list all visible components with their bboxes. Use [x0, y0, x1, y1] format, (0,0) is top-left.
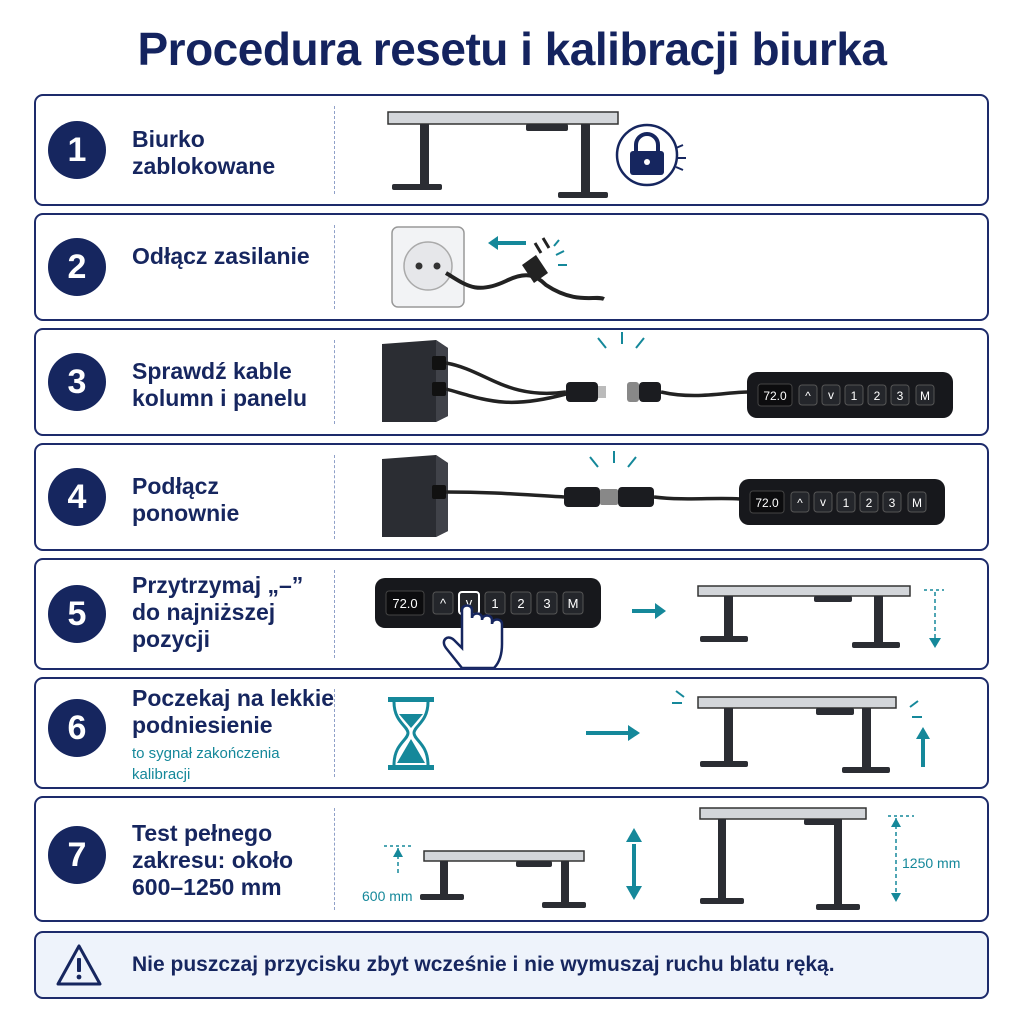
panel-button-up: ^ [805, 389, 811, 403]
desk-icon [697, 585, 911, 648]
desk-icon [672, 690, 922, 773]
warning-text: Nie puszczaj przycisku zbyt wcześnie i n… [132, 953, 835, 976]
panel-button-2: 2 [874, 389, 881, 403]
step-label: Test pełnego zakresu: około 600–1250 mm [132, 820, 294, 900]
panel-button-m: M [568, 596, 579, 611]
panel-button-m: M [920, 389, 930, 403]
step-1: 1 Biurko zablokowane [34, 94, 989, 206]
lock-icon [615, 123, 686, 187]
desk-low-icon: 600 mm [362, 845, 586, 908]
panel-button-up: ^ [440, 596, 447, 611]
step-7: 7 Test pełnego zakresu: około 600–1250 m… [34, 796, 989, 922]
panel-button-1: 1 [843, 496, 850, 510]
step-label: Sprawdź kable kolumn i panelu [132, 358, 308, 411]
desk-high-icon: 1250 mm [699, 807, 960, 910]
step-label: Poczekaj na lekkie podniesienie to sygna… [132, 685, 342, 785]
panel-button-down: v [820, 495, 826, 509]
step-label-text: Poczekaj na lekkie podniesienie [132, 685, 335, 738]
divider [334, 455, 335, 539]
arrow-down-icon [924, 589, 944, 648]
step-6: 6 Poczekaj na lekkie podniesienie to syg… [34, 677, 989, 789]
arrow-right-icon [632, 603, 666, 619]
hourglass-icon [388, 697, 434, 770]
control-panel-icon: 72.0 ^ v 1 2 3 M [375, 578, 601, 628]
hand-pointer-icon [442, 604, 504, 668]
step-4: 4 Podłącz ponownie 72.0 ^ v 1 2 3 M [34, 443, 989, 551]
control-panel-icon: 72.0 ^ v 1 2 3 M [739, 479, 945, 525]
desk-icon [387, 111, 619, 198]
panel-button-down: v [466, 595, 473, 610]
control-panel-icon: 72.0 ^ v 1 2 3 M [747, 372, 953, 418]
step-sublabel: to sygnał zakończenia kalibracji [132, 745, 280, 783]
divider [334, 340, 335, 424]
panel-button-3: 3 [543, 596, 550, 611]
double-arrow-icon [626, 828, 642, 900]
step-label: Biurko zablokowane [132, 126, 276, 179]
arrow-left-icon [488, 236, 526, 250]
panel-button-m: M [912, 496, 922, 510]
connector-icon [445, 451, 741, 507]
step-number: 1 [48, 121, 106, 179]
divider [334, 689, 335, 777]
divider [334, 225, 335, 309]
step-number: 6 [48, 699, 106, 757]
arrow-up-icon [916, 727, 930, 767]
panel-display: 72.0 [392, 596, 417, 611]
wall-socket-icon [391, 226, 465, 308]
step-2: 2 Odłącz zasilanie [34, 213, 989, 321]
step-number: 5 [48, 585, 106, 643]
panel-button-2: 2 [517, 596, 524, 611]
range-max-label: 1250 mm [902, 855, 960, 871]
step-3: 3 Sprawdź kable kolumn i panelu 72.0 ^ v… [34, 328, 989, 436]
panel-button-up: ^ [797, 496, 803, 510]
step-number: 3 [48, 353, 106, 411]
divider [334, 570, 335, 658]
panel-display: 72.0 [755, 496, 779, 510]
warning-box: Nie puszczaj przycisku zbyt wcześnie i n… [34, 931, 989, 999]
connector-icon [445, 332, 749, 405]
panel-button-3: 3 [897, 389, 904, 403]
step-5: 5 Przytrzymaj „–” do najniższej pozycji … [34, 558, 989, 670]
step-number: 2 [48, 238, 106, 296]
panel-button-1: 1 [491, 596, 498, 611]
warning-triangle-icon [56, 944, 102, 986]
divider [334, 106, 335, 194]
panel-button-down: v [828, 388, 834, 402]
divider [334, 808, 335, 910]
control-box-icon [382, 455, 448, 537]
step-number: 4 [48, 468, 106, 526]
step-label: Podłącz ponownie [132, 473, 240, 526]
page-title: Procedura resetu i kalibracji biurka [137, 23, 888, 75]
plug-icon [444, 237, 605, 301]
control-box-icon [382, 340, 448, 422]
panel-display: 72.0 [763, 389, 787, 403]
step-label: Odłącz zasilanie [132, 243, 310, 269]
panel-button-2: 2 [866, 496, 873, 510]
arrow-right-icon [586, 725, 640, 741]
panel-button-1: 1 [851, 389, 858, 403]
step-label: Przytrzymaj „–” do najniższej pozycji [132, 572, 304, 652]
panel-button-3: 3 [889, 496, 896, 510]
range-min-label: 600 mm [362, 888, 413, 904]
step-number: 7 [48, 826, 106, 884]
